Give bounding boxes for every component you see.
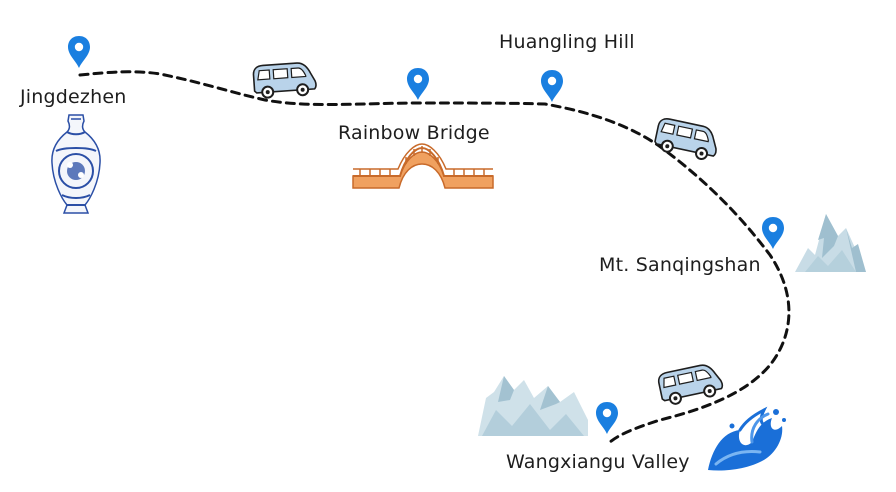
van-icon	[652, 116, 722, 163]
route-path	[78, 70, 791, 444]
location-pin-icon[interactable]	[68, 36, 90, 68]
label-mt-sanqingshan: Mt. Sanqingshan	[599, 254, 761, 276]
label-rainbow-bridge: Rainbow Bridge	[338, 122, 490, 144]
label-jingdezhen: Jingdezhen	[20, 86, 127, 108]
mountain-icon	[478, 376, 588, 436]
location-pin-icon[interactable]	[541, 70, 563, 102]
label-wangxiangu-valley: Wangxiangu Valley	[506, 451, 690, 473]
location-pin-icon[interactable]	[596, 402, 618, 434]
mountain-icon	[795, 214, 866, 272]
location-pin-icon[interactable]	[407, 68, 429, 100]
vase-icon	[51, 114, 101, 214]
bridge-icon	[352, 143, 494, 189]
label-huangling-hill: Huangling Hill	[499, 31, 635, 53]
van-icon	[656, 360, 726, 408]
location-pin-icon[interactable]	[762, 217, 784, 249]
water-splash-icon	[708, 406, 786, 471]
van-icon	[251, 60, 318, 100]
